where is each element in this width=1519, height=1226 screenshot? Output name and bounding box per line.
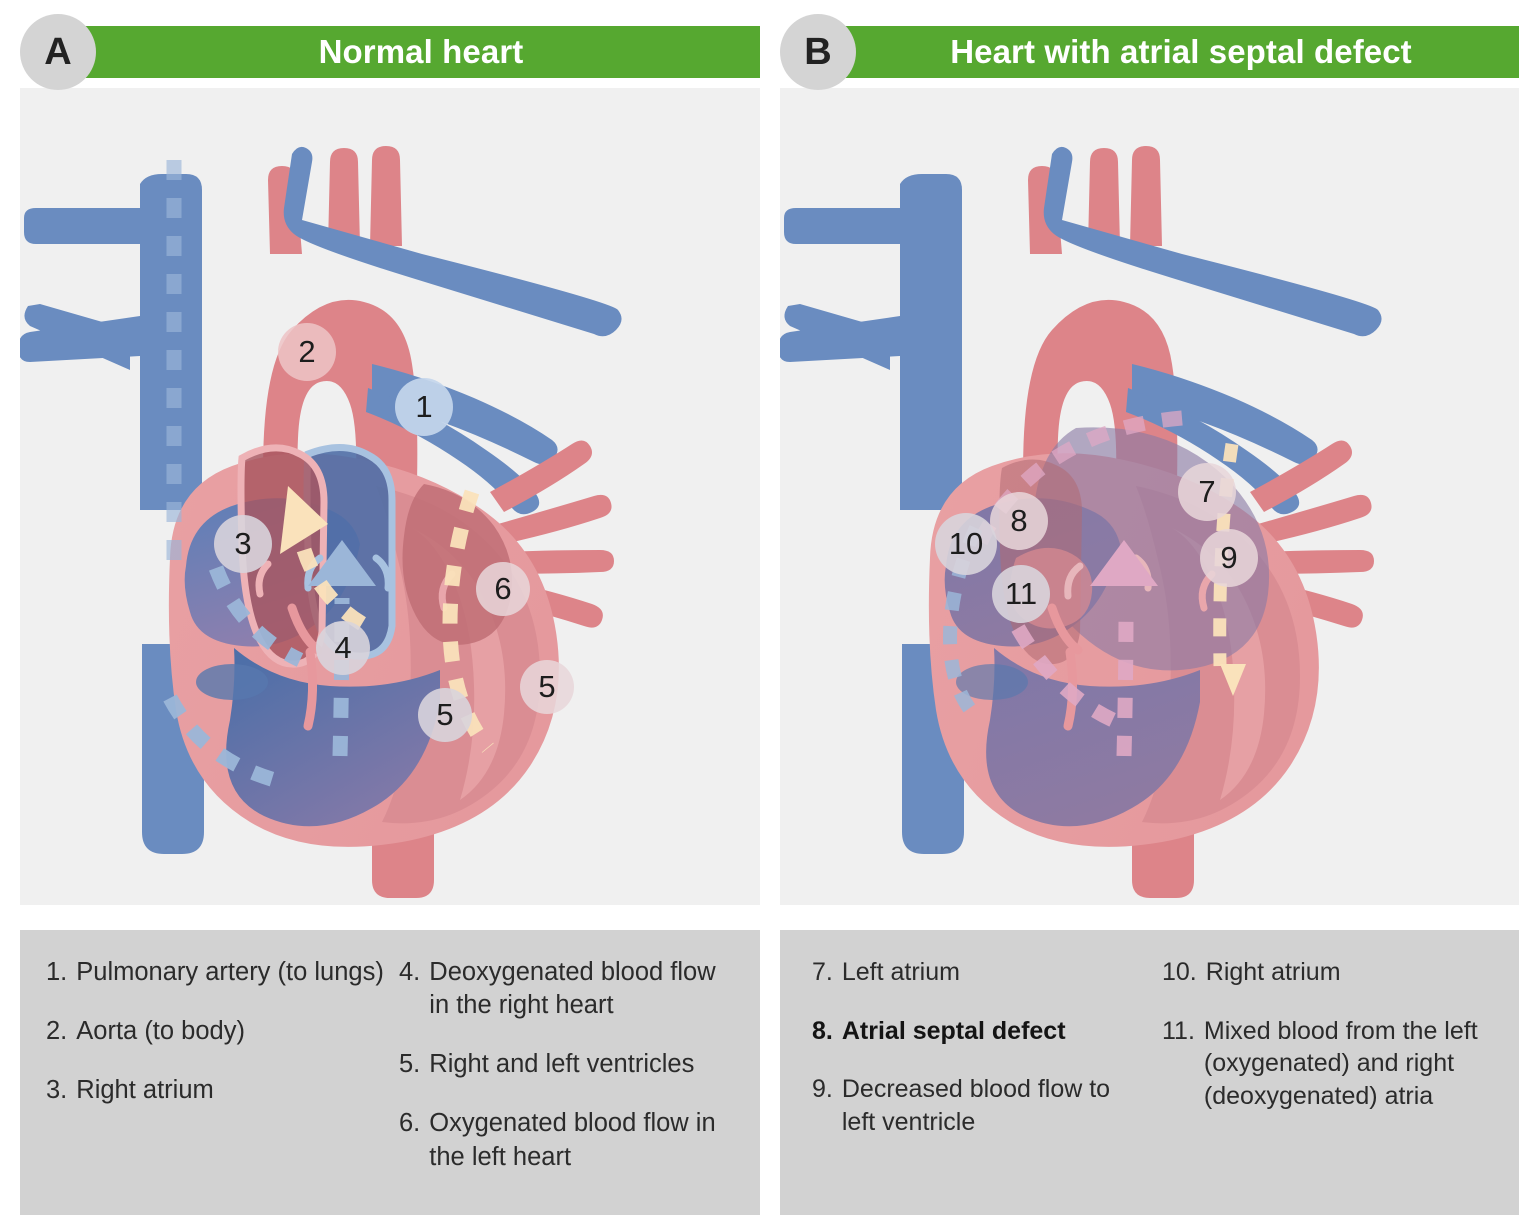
lv-outflow-to-aorta <box>296 547 370 633</box>
legend-number: 10. <box>1162 958 1197 986</box>
legend-number: 9. <box>812 1075 833 1103</box>
legend-label: Right atrium <box>1205 958 1341 986</box>
panel-a-legend-col-1: 1. Pulmonary artery (to lungs) 2. Aorta … <box>46 956 385 1197</box>
shunt-flow <box>971 410 1183 757</box>
panel-b-illustration: 7 8 9 10 11 <box>780 88 1519 905</box>
legend-item: 1. Pulmonary artery (to lungs) <box>46 956 385 989</box>
legend-item: 10. Right atrium <box>1162 956 1498 989</box>
legend-number: 2. <box>46 1017 68 1046</box>
legend-item: 7. Left atrium <box>812 956 1148 989</box>
panel-b-legend: 7. Left atrium 8. Atrial septal defect 9… <box>780 930 1519 1215</box>
legend-item: 6. Oxygenated blood flow in the left hea… <box>399 1107 738 1173</box>
rv-outflow-mixed <box>1116 609 1134 757</box>
panel-a-header: Normal heart A <box>20 0 760 90</box>
legend-item: 5. Right and left ventricles <box>399 1048 738 1081</box>
legend-label: Right atrium <box>76 1076 214 1105</box>
septum-upper <box>287 603 323 655</box>
legend-label: Atrial septal defect <box>841 1016 1066 1045</box>
ra-to-rv-flow <box>208 565 304 667</box>
asd-heart-diagram <box>780 146 1382 898</box>
legend-label: Right and left ventricles <box>429 1050 695 1079</box>
legend-label: Oxygenated blood flow in the left heart <box>429 1109 716 1171</box>
panel-b-legend-col-1: 7. Left atrium 8. Atrial septal defect 9… <box>812 956 1148 1197</box>
left-subclavian-artery <box>370 146 402 246</box>
legend-number: 4. <box>399 958 421 986</box>
septum-lower-remnant <box>1047 603 1083 655</box>
rv-to-pa-flow <box>332 597 350 757</box>
pulmonary-flow-arrowhead <box>308 540 376 586</box>
ventricle-cavity <box>986 648 1200 827</box>
la-to-ra-shunt <box>971 410 1183 551</box>
panel-a-letter-badge: A <box>20 14 96 90</box>
legend-label: Pulmonary artery (to lungs) <box>76 958 384 986</box>
legend-number: 6. <box>399 1109 421 1138</box>
interventricular-septum <box>303 647 318 731</box>
legend-number: 3. <box>46 1076 68 1105</box>
legend-label: Mixed blood from the left (oxygenated) a… <box>1203 1016 1478 1110</box>
left-jugular-vein <box>780 316 900 362</box>
panel-a-legend: 1. Pulmonary artery (to lungs) 2. Aorta … <box>20 930 760 1215</box>
left-innominate-vein <box>1043 146 1382 337</box>
panel-a-illustration: 1 2 3 4 5 5 6 <box>20 88 760 905</box>
legend-item: 11. Mixed blood from the left (oxygenate… <box>1162 1015 1498 1113</box>
left-innominate-vein <box>283 146 622 337</box>
reduced-flow-arrowhead <box>1220 664 1246 696</box>
left-subclavian-artery <box>1130 146 1162 246</box>
deoxygenated-flow <box>942 525 983 717</box>
panel-b-title-bar: Heart with atrial septal defect <box>828 26 1519 78</box>
legend-number: 7. <box>812 958 833 986</box>
superior-vena-cava <box>140 174 202 510</box>
svc-to-ra-flow <box>942 525 983 717</box>
legend-item: 4. Deoxygenated blood flow in the right … <box>399 956 738 1022</box>
decreased-oxygenated-flow <box>1213 443 1239 667</box>
panel-b-letter-badge: B <box>780 14 856 90</box>
legend-item: 3. Right atrium <box>46 1074 385 1107</box>
tricuspid-leaflet-left <box>304 554 324 592</box>
right-atrial-appendage <box>196 664 268 700</box>
legend-label: Deoxygenated blood flow in the right hea… <box>429 958 716 1020</box>
panel-a-title-bar: Normal heart <box>68 26 760 78</box>
legend-item: 9. Decreased blood flow to left ventricl… <box>812 1073 1148 1138</box>
left-common-carotid <box>1088 148 1120 246</box>
normal-heart-diagram <box>20 146 622 898</box>
right-atrial-appendage <box>956 664 1028 700</box>
left-brachiocephalic-vein <box>24 208 140 244</box>
la-to-lv-reduced-flow <box>1213 443 1239 667</box>
panel-b-header: Heart with atrial septal defect B <box>780 0 1519 90</box>
left-brachiocephalic-vein <box>784 208 900 244</box>
tricuspid-leaflet-right <box>372 554 392 592</box>
tricuspid-leaflet-left <box>1064 562 1084 600</box>
ra-to-rv-mixed-flow <box>1011 624 1125 731</box>
legend-number: 11. <box>1162 1016 1195 1045</box>
legend-item: 2. Aorta (to body) <box>46 1015 385 1048</box>
ivc-to-ra-flow <box>163 694 284 790</box>
legend-number: 8. <box>812 1016 833 1045</box>
superior-vena-cava <box>900 174 962 510</box>
right-pulmonary-artery-branch <box>1132 364 1318 465</box>
legend-label: Decreased blood flow to left ventricle <box>841 1075 1111 1136</box>
aortic-flow-arrowhead <box>280 486 328 554</box>
left-common-carotid <box>328 148 360 246</box>
panel-b-title: Heart with atrial septal defect <box>950 33 1412 70</box>
panel-a-title: Normal heart <box>318 33 524 70</box>
panel-b: Heart with atrial septal defect B <box>780 0 1519 1226</box>
left-jugular-vein <box>20 316 140 362</box>
legend-label: Left atrium <box>841 958 960 986</box>
legend-label: Aorta (to body) <box>76 1017 245 1046</box>
legend-number: 5. <box>399 1050 421 1079</box>
panel-a: Normal heart A <box>20 0 760 1226</box>
deoxygenated-flow <box>163 160 350 790</box>
panel-a-legend-col-2: 4. Deoxygenated blood flow in the right … <box>399 956 738 1197</box>
legend-number: 1. <box>46 958 68 986</box>
legend-item: 8. Atrial septal defect <box>812 1015 1148 1048</box>
panel-b-legend-col-2: 10. Right atrium 11. Mixed blood from th… <box>1162 956 1498 1197</box>
mixed-flow-arrowhead <box>1090 540 1158 586</box>
